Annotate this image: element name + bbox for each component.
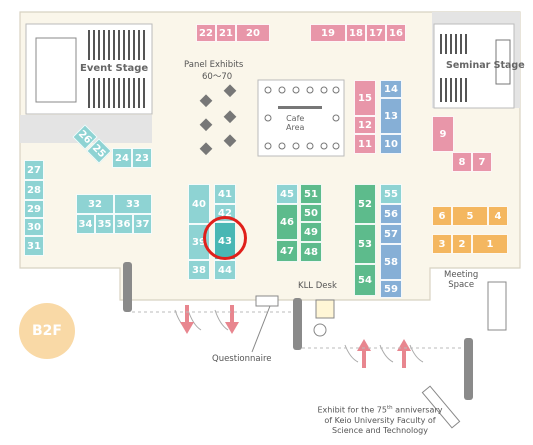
booth[interactable]: 48	[300, 242, 322, 262]
booth[interactable]: 53	[354, 224, 376, 264]
booth[interactable]: 50	[300, 204, 322, 222]
booth[interactable]: 44	[214, 260, 236, 280]
booth[interactable]: 40	[188, 184, 210, 224]
booth[interactable]: 3	[432, 234, 452, 254]
booth[interactable]: 41	[214, 184, 236, 204]
booth[interactable]: 5	[452, 206, 488, 226]
seminar-stage-label: Seminar Stage	[446, 60, 525, 71]
booth[interactable]: 36	[114, 214, 133, 234]
panel-range-label: 60～70	[202, 72, 233, 82]
booth[interactable]: 37	[133, 214, 152, 234]
floor-badge: B2F	[19, 303, 75, 359]
panel-exhibits-label: Panel Exhibits	[184, 60, 244, 70]
booth[interactable]: 10	[380, 134, 402, 154]
booth[interactable]: 12	[354, 116, 376, 134]
booth[interactable]: 49	[300, 222, 322, 242]
highlight-marker-icon	[203, 216, 247, 260]
booth[interactable]: 24	[112, 148, 132, 168]
booth[interactable]: 57	[380, 224, 402, 244]
event-stage-label: Event Stage	[80, 63, 149, 74]
booth[interactable]: 16	[386, 24, 406, 42]
booth[interactable]: 8	[452, 152, 472, 172]
booth[interactable]: 58	[380, 244, 402, 280]
booth[interactable]: 51	[300, 184, 322, 204]
booth[interactable]: 21	[216, 24, 236, 42]
booth[interactable]: 35	[95, 214, 114, 234]
booth[interactable]: 56	[380, 204, 402, 224]
kll-desk-label: KLL Desk	[298, 281, 337, 291]
booth[interactable]: 17	[366, 24, 386, 42]
booth[interactable]: 31	[24, 236, 44, 256]
booth[interactable]: 54	[354, 264, 376, 296]
booth[interactable]: 11	[354, 134, 376, 154]
booth[interactable]: 33	[114, 194, 152, 214]
booth[interactable]: 46	[276, 204, 298, 240]
booth[interactable]: 45	[276, 184, 298, 204]
booth[interactable]: 22	[196, 24, 216, 42]
booth[interactable]: 15	[354, 80, 376, 116]
booth[interactable]: 1	[472, 234, 508, 254]
booth[interactable]: 55	[380, 184, 402, 204]
booth[interactable]: 59	[380, 280, 402, 298]
booth[interactable]: 27	[24, 160, 44, 180]
booth[interactable]: 18	[346, 24, 366, 42]
booth[interactable]: 9	[432, 116, 454, 152]
booth[interactable]: 7	[472, 152, 492, 172]
booth[interactable]: 4	[488, 206, 508, 226]
booth[interactable]: 38	[188, 260, 210, 280]
booth[interactable]: 47	[276, 240, 298, 262]
booth[interactable]: 52	[354, 184, 376, 224]
booth[interactable]: 13	[380, 98, 402, 134]
booth[interactable]: 34	[76, 214, 95, 234]
questionnaire-label: Questionnaire	[212, 354, 272, 364]
booth[interactable]: 20	[236, 24, 270, 42]
booth[interactable]: 28	[24, 180, 44, 200]
booth[interactable]: 30	[24, 218, 44, 236]
booth[interactable]: 14	[380, 80, 402, 98]
booth[interactable]: 29	[24, 200, 44, 218]
booth[interactable]: 19	[310, 24, 346, 42]
booth[interactable]: 23	[132, 148, 152, 168]
booth[interactable]: 32	[76, 194, 114, 214]
booth[interactable]: 6	[432, 206, 452, 226]
booth[interactable]: 2	[452, 234, 472, 254]
